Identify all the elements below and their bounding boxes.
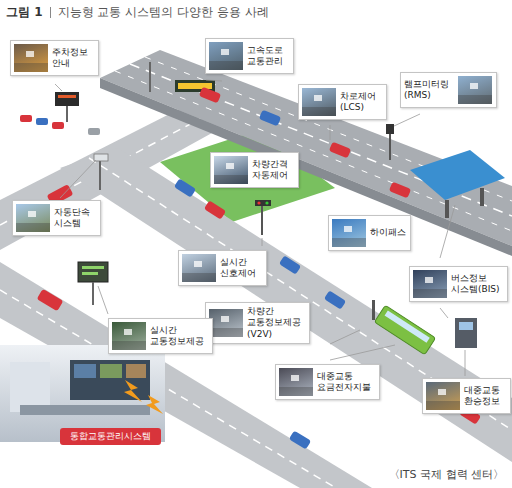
source-caption: 〈ITS 국제 협력 센터〉 bbox=[389, 467, 504, 482]
text-group: 고속도로 교통관리 bbox=[247, 45, 289, 68]
title-divider bbox=[50, 7, 51, 18]
text-group: 실시간 신호제어 bbox=[220, 257, 262, 280]
title-row: 그림 1 지능형 교통 시스템의 다양한 응용 사례 bbox=[6, 4, 269, 21]
photo-detail bbox=[209, 328, 243, 337]
photo-detail bbox=[344, 226, 352, 232]
callout-label: 버스정보 시스템(BIS) bbox=[451, 273, 503, 296]
photo-thumbnail bbox=[279, 368, 313, 396]
callout-label: 램프미터링 (RMS) bbox=[404, 79, 454, 102]
photo-thumbnail bbox=[332, 219, 366, 247]
photo-thumbnail bbox=[16, 204, 50, 232]
photo-thumbnail bbox=[112, 322, 146, 350]
callout-label: 대중교통 요금전자지불 bbox=[317, 371, 375, 394]
photo-detail bbox=[425, 277, 433, 283]
badge-label: 통합교통관리시스템 bbox=[70, 431, 151, 442]
photo-thumbnail bbox=[413, 270, 447, 298]
text-group: 주차정보 안내 bbox=[52, 47, 94, 70]
photo-thumbnail bbox=[214, 156, 248, 184]
text-group: 자동단속 시스템 bbox=[54, 207, 96, 230]
callout-label: 하이패스 bbox=[370, 227, 406, 238]
photo-detail bbox=[16, 223, 50, 232]
callout-label: 실시간 교통정보제공 bbox=[150, 325, 208, 348]
photo-detail bbox=[413, 289, 447, 298]
photo-detail bbox=[426, 401, 460, 410]
photo-thumbnail bbox=[182, 254, 216, 282]
photo-detail bbox=[182, 273, 216, 282]
photo-detail bbox=[194, 261, 202, 267]
photo-thumbnail bbox=[14, 44, 48, 72]
callout-box: 차량간격 자동제어 bbox=[210, 152, 299, 188]
photo-detail bbox=[214, 175, 248, 184]
photo-detail bbox=[221, 49, 229, 55]
callout-box: 고속도로 교통관리 bbox=[205, 38, 294, 74]
callout-label: 차량간격 자동제어 bbox=[252, 159, 294, 182]
photo-detail bbox=[470, 83, 478, 89]
callout-label: 차로제어 (LCS) bbox=[340, 91, 382, 114]
photo-detail bbox=[124, 329, 132, 335]
photo-detail bbox=[226, 163, 234, 169]
photo-detail bbox=[221, 316, 229, 322]
photo-detail bbox=[26, 51, 34, 57]
photo-detail bbox=[332, 238, 366, 247]
callout-box: 차로제어 (LCS) bbox=[298, 84, 387, 120]
callout-box: 주차정보 안내 bbox=[10, 40, 99, 76]
callout-box: 버스정보 시스템(BIS) bbox=[409, 266, 508, 302]
text-group: 램프미터링 (RMS) bbox=[404, 79, 454, 102]
photo-detail bbox=[112, 341, 146, 350]
figure-title: 지능형 교통 시스템의 다양한 응용 사례 bbox=[58, 4, 269, 21]
photo-detail bbox=[314, 95, 322, 101]
photo-thumbnail bbox=[302, 88, 336, 116]
text-group: 하이패스 bbox=[370, 227, 406, 238]
callout-box: 실시간 신호제어 bbox=[178, 250, 267, 286]
photo-detail bbox=[279, 387, 313, 396]
callout-box: 실시간 교통정보제공 bbox=[108, 318, 213, 354]
photo-thumbnail bbox=[209, 309, 243, 337]
photo-detail bbox=[291, 375, 299, 381]
callout-box: 하이패스 bbox=[328, 215, 411, 251]
callout-box: 차량간 교통정보제공 (V2V) bbox=[205, 302, 310, 344]
text-group: 실시간 교통정보제공 bbox=[150, 325, 208, 348]
callout-label: 주차정보 안내 bbox=[52, 47, 94, 70]
photo-thumbnail bbox=[209, 42, 243, 70]
photo-detail bbox=[458, 95, 492, 104]
text-group: 대중교통 요금전자지불 bbox=[317, 371, 375, 394]
photo-detail bbox=[302, 107, 336, 116]
text-group: 차량간격 자동제어 bbox=[252, 159, 294, 182]
callout-box: 자동단속 시스템 bbox=[12, 200, 101, 236]
callout-box: 대중교통 환승정보 bbox=[422, 378, 511, 414]
photo-detail bbox=[438, 389, 446, 395]
figure-number: 그림 1 bbox=[6, 4, 43, 21]
system-badge: 통합교통관리시스템 bbox=[60, 428, 161, 445]
photo-detail bbox=[28, 211, 36, 217]
photo-thumbnail bbox=[458, 76, 492, 104]
photo-thumbnail bbox=[426, 382, 460, 410]
callout-label: 대중교통 환승정보 bbox=[464, 385, 506, 408]
photo-detail bbox=[14, 63, 48, 72]
text-group: 버스정보 시스템(BIS) bbox=[451, 273, 503, 296]
text-group: 차량간 교통정보제공 (V2V) bbox=[247, 306, 305, 340]
callout-label: 실시간 신호제어 bbox=[220, 257, 262, 280]
callout-label: 자동단속 시스템 bbox=[54, 207, 96, 230]
callout-box: 대중교통 요금전자지불 bbox=[275, 364, 380, 400]
callout-label: 고속도로 교통관리 bbox=[247, 45, 289, 68]
photo-detail bbox=[209, 61, 243, 70]
text-group: 차로제어 (LCS) bbox=[340, 91, 382, 114]
callout-box: 램프미터링 (RMS) bbox=[400, 72, 497, 108]
text-group: 통합교통관리시스템 bbox=[70, 431, 151, 442]
text-group: 대중교통 환승정보 bbox=[464, 385, 506, 408]
callout-label: 차량간 교통정보제공 (V2V) bbox=[247, 306, 305, 340]
